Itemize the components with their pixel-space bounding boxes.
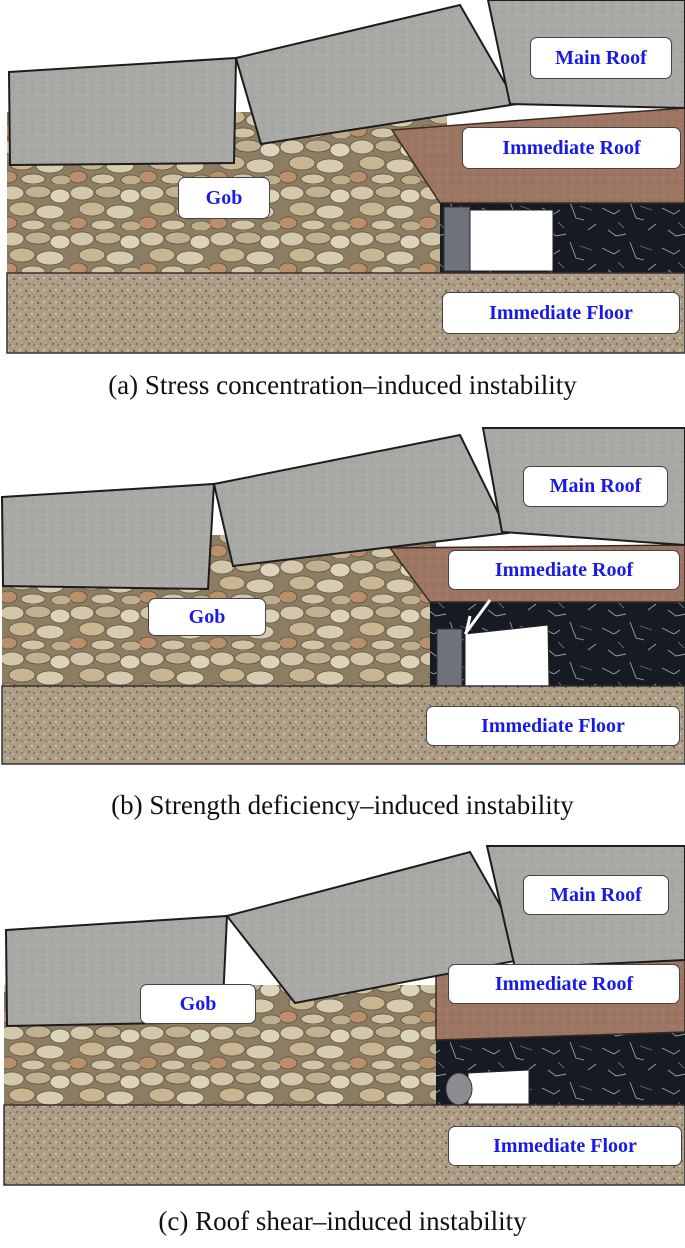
main-roof-block-1 xyxy=(0,482,216,591)
main-roof-label: Main Roof xyxy=(530,37,672,79)
panel-c: Main Roof Immediate Roof Gob Immediate F… xyxy=(0,840,685,1248)
main-roof-block-2 xyxy=(212,433,510,568)
immediate-roof-label: Immediate Roof xyxy=(448,550,680,590)
pillar-rib xyxy=(436,628,463,687)
panel-b-diagram xyxy=(0,427,685,765)
immediate-floor-label: Immediate Floor xyxy=(442,292,680,334)
panel-b-caption: (b) Strength deficiency–induced instabil… xyxy=(111,790,574,820)
pillar-rib xyxy=(443,206,471,272)
immediate-floor-label: Immediate Floor xyxy=(426,706,680,746)
main-roof-block-1 xyxy=(7,56,238,167)
panel-b: Main Roof Immediate Roof Gob Immediate F… xyxy=(0,420,685,840)
gob-label: Gob xyxy=(148,598,266,636)
panel-a-caption: (a) Stress concentration–induced instabi… xyxy=(108,370,577,400)
roadway-opening xyxy=(464,624,550,687)
immediate-roof-label: Immediate Roof xyxy=(462,127,681,169)
main-roof-label: Main Roof xyxy=(523,466,668,507)
roof-crack xyxy=(463,599,492,635)
roadway-opening xyxy=(469,209,554,272)
panel-c-caption: (c) Roof shear–induced instability xyxy=(158,1206,527,1236)
gob-label: Gob xyxy=(140,984,256,1024)
gob-label: Gob xyxy=(178,177,270,219)
immediate-floor-label: Immediate Floor xyxy=(448,1126,682,1166)
sheared-rib-fragment xyxy=(445,1072,473,1106)
panel-a: Main Roof Immediate Roof Gob Immediate F… xyxy=(0,0,685,420)
roadway-opening xyxy=(467,1069,530,1105)
main-roof-label: Main Roof xyxy=(523,875,669,915)
immediate-roof-label: Immediate Roof xyxy=(448,964,680,1004)
